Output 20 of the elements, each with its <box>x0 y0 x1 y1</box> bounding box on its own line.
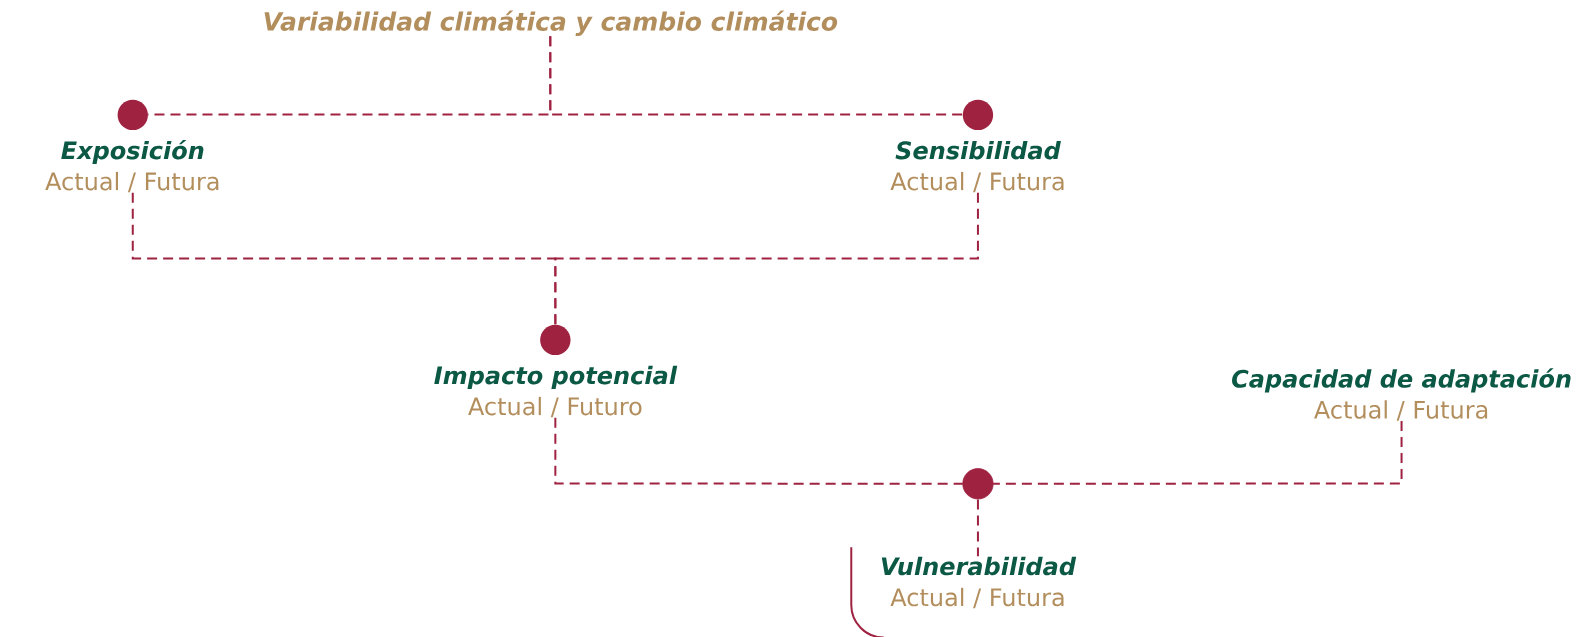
subtitle: Actual / Futura <box>890 587 1064 609</box>
heading: Capacidad de adaptación <box>1232 368 1571 393</box>
connector-line <box>992 420 1403 485</box>
connector-line <box>554 191 979 326</box>
connector-line <box>549 35 964 116</box>
subtitle: Actual / Futuro <box>468 396 642 418</box>
connector-line <box>976 498 979 558</box>
title-text: Variabilidad climática y cambio climático <box>264 10 838 36</box>
subtitle: Actual / Futura <box>1314 400 1488 421</box>
heading: Sensibilidad <box>895 140 1061 160</box>
concept-label <box>890 99 1064 193</box>
connector-line <box>554 416 964 485</box>
concept-label <box>434 324 678 418</box>
heading: Impacto potencial <box>434 365 678 390</box>
subtitle: Actual / Futura <box>890 171 1064 193</box>
concept-label <box>45 99 219 193</box>
heading: Vulnerabilidad <box>881 556 1077 576</box>
subtitle: Actual / Futura <box>45 171 219 193</box>
junction-dot <box>962 468 994 500</box>
heading: Exposición <box>61 139 204 165</box>
